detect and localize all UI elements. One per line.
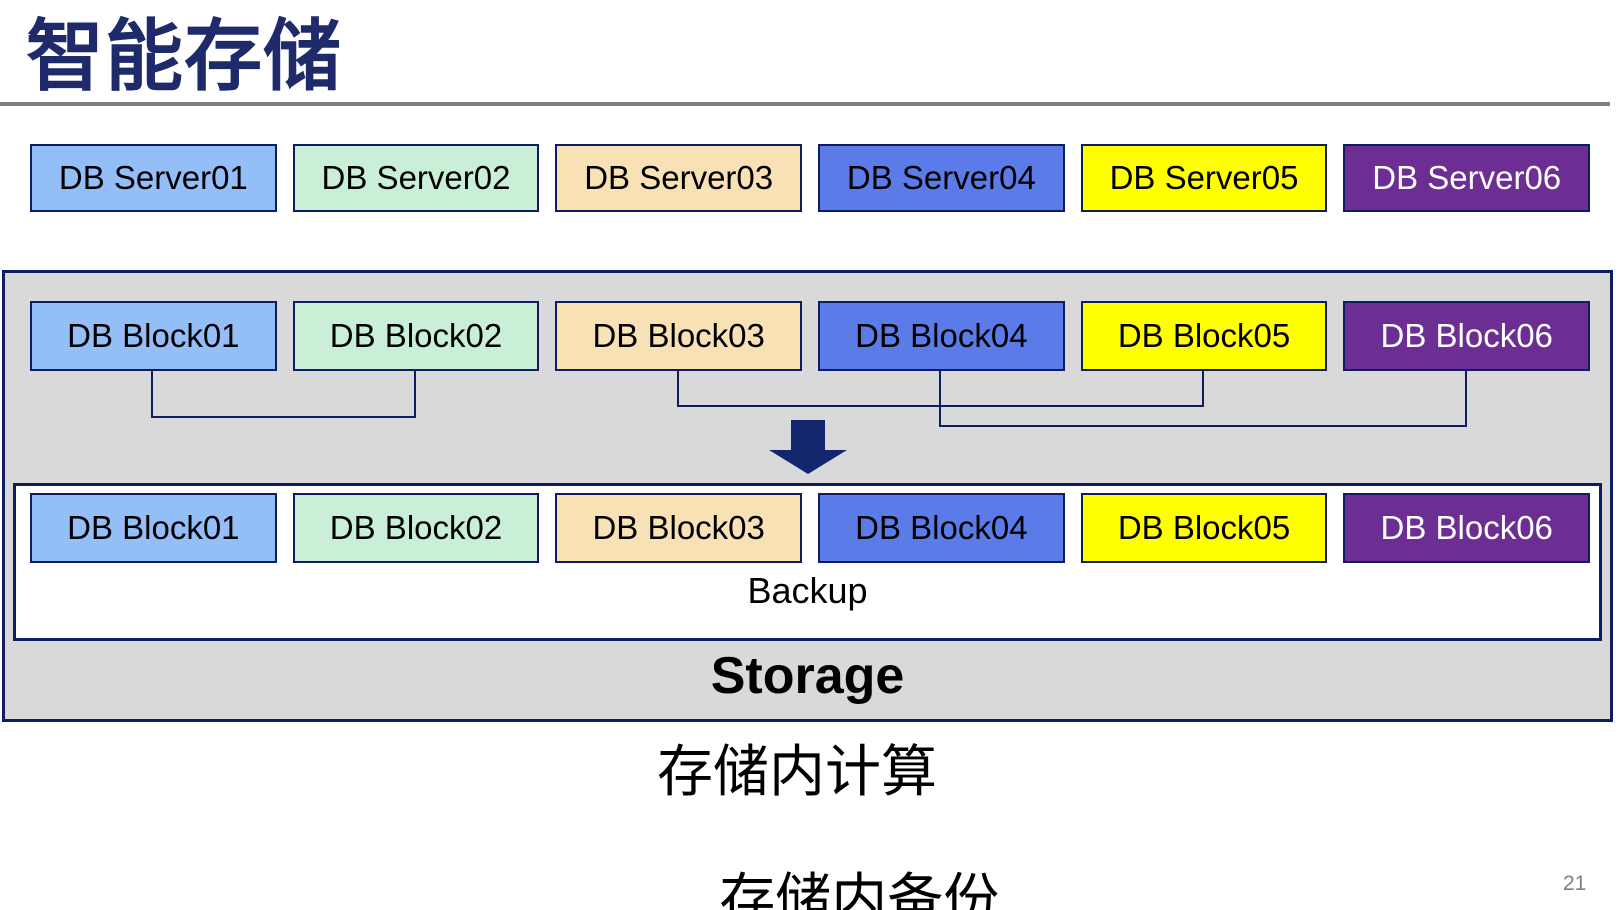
db-server-box: DB Server05 — [1080, 144, 1328, 212]
slide-title: 智能存储 — [26, 12, 343, 100]
db-block-box: DB Block03 — [555, 493, 803, 563]
db-block-box: DB Block02 — [292, 493, 540, 563]
db-block-box: DB Block03 — [555, 301, 803, 371]
backup-label: Backup — [747, 570, 868, 611]
connector-line — [677, 405, 1204, 407]
db-server-box: DB Server03 — [555, 144, 803, 212]
db-server-box: DB Server02 — [292, 144, 540, 212]
connector-line — [939, 371, 941, 427]
title-underline — [0, 102, 1610, 106]
connector-line — [1465, 371, 1467, 427]
db-block-box: DB Block02 — [292, 301, 540, 371]
connector-line — [677, 371, 679, 407]
connector-line — [151, 416, 416, 418]
db-server-box: DB Server06 — [1343, 144, 1591, 212]
db-block-box: DB Block05 — [1080, 493, 1328, 563]
db-block-box: DB Block04 — [818, 493, 1065, 563]
db-block-box: DB Block06 — [1343, 301, 1591, 371]
caption-line-2: 存储内备份 — [719, 868, 1000, 910]
storage-label: Storage — [710, 647, 905, 705]
db-block-box: DB Block06 — [1343, 493, 1591, 563]
db-block-box: DB Block04 — [818, 301, 1065, 371]
backup-panel — [13, 483, 1602, 641]
connector-line — [151, 371, 153, 418]
db-server-box: DB Server04 — [818, 144, 1065, 212]
down-arrow-icon — [791, 420, 825, 450]
page-number: 21 — [1563, 872, 1587, 895]
connector-line — [939, 425, 1467, 427]
caption-text: 存储内计算 存储内备份 — [657, 740, 999, 910]
connector-line — [1202, 371, 1204, 407]
connector-line — [414, 371, 416, 418]
db-block-box: DB Block01 — [30, 493, 277, 563]
db-block-box: DB Block01 — [30, 301, 277, 371]
db-server-box: DB Server01 — [30, 144, 277, 212]
caption-line-1: 存储内计算 — [657, 740, 937, 803]
db-block-box: DB Block05 — [1080, 301, 1328, 371]
down-arrow-icon — [769, 450, 847, 474]
